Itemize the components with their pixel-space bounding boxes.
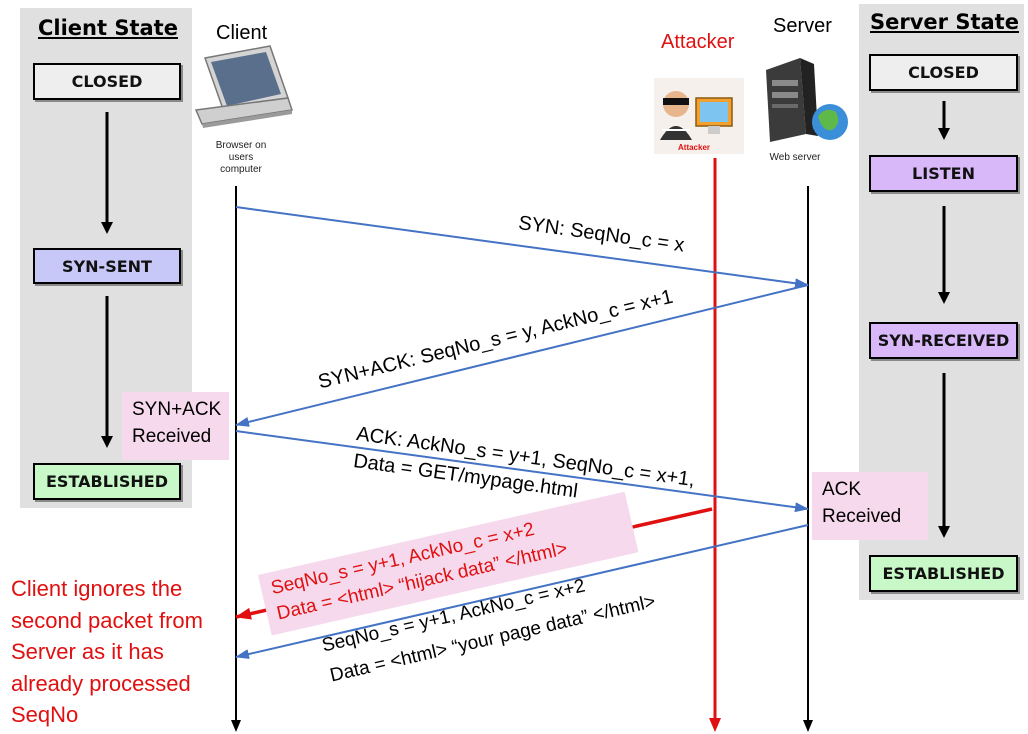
server-label: Server [773, 15, 832, 37]
client-ignores-line1: Client ignores the [11, 576, 183, 601]
syn-arrow [235, 206, 809, 289]
ack-received-line1: ACK [822, 479, 862, 500]
client-state-established: ESTABLISHED [33, 463, 181, 500]
client-label: Client [216, 22, 268, 44]
synack-received-line1: SYN+ACK [132, 399, 222, 420]
server-icon-caption: Web server [769, 152, 821, 163]
client-ignores-line4: already processed [11, 670, 191, 696]
server-state-listen: LISTEN [869, 155, 1018, 192]
ack-received-line2: Received [822, 506, 902, 527]
client-ignores-line3: Server as it has [11, 639, 164, 664]
server-state-established: ESTABLISHED [869, 555, 1018, 592]
server-state-title: Server State [870, 10, 1019, 34]
client-ignores-note: Client ignores the second packet from Se… [11, 573, 203, 731]
server-state-syn-received: SYN-RECEIVED [869, 322, 1018, 359]
attacker-icon [654, 78, 744, 154]
server-state-closed: CLOSED [869, 54, 1018, 91]
ack-arrow [235, 430, 809, 513]
client-ignores-line2: second packet from [11, 607, 203, 633]
client-state-closed: CLOSED [33, 63, 181, 100]
client-icon-caption: Browser on users computer [215, 140, 267, 175]
synack-received-line2: Received [132, 426, 212, 447]
client-ignores-line5: SeqNo [11, 702, 79, 727]
attacker-icon-caption: Attacker [678, 143, 711, 152]
real-response-arrow [235, 524, 809, 659]
attacker-label: Attacker [661, 31, 735, 53]
ack-received-note: ACK Received [812, 472, 928, 540]
client-state-title: Client State [38, 16, 178, 40]
client-state-syn-sent: SYN-SENT [33, 248, 181, 284]
laptop-icon [194, 45, 293, 128]
server-icon [766, 58, 848, 142]
synack-received-note: SYN+ACK Received [122, 392, 229, 460]
synack-arrow [235, 284, 809, 427]
